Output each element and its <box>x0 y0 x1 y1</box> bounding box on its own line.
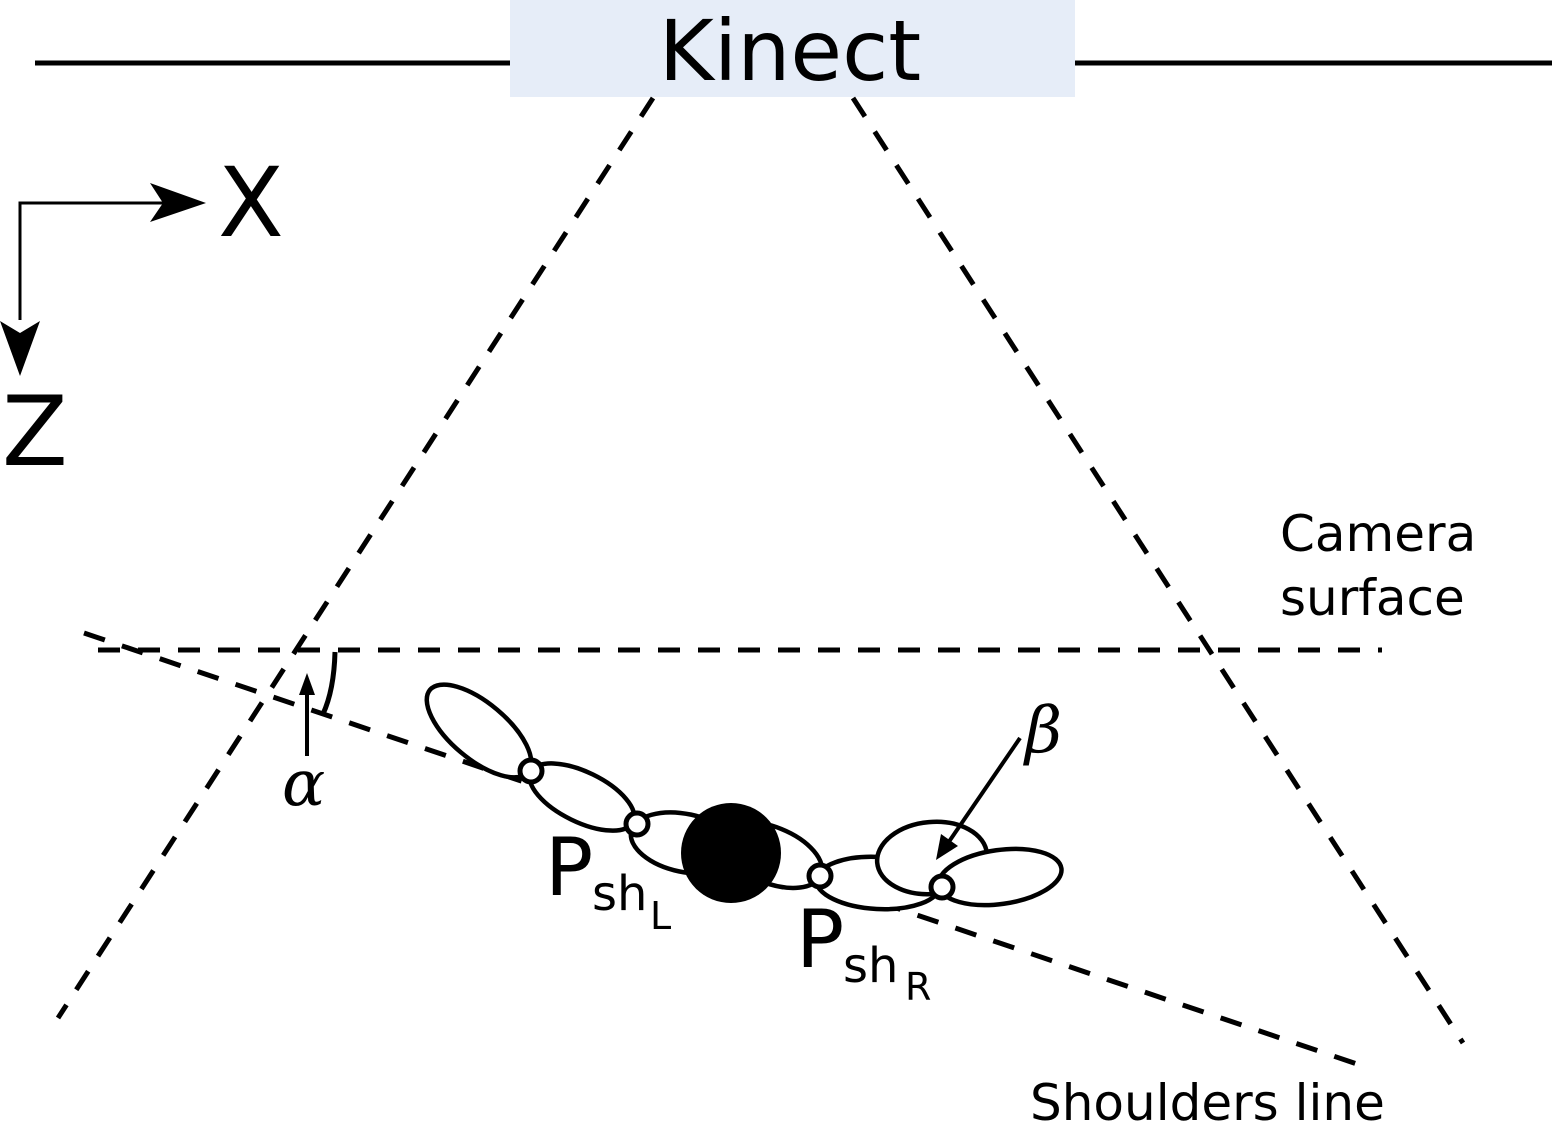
alpha-arrowhead <box>299 673 315 695</box>
beta-arrow-shaft <box>944 736 1022 848</box>
right-shoulder-subsub: R <box>905 965 931 1009</box>
beta-label: β <box>1023 694 1062 768</box>
left-shoulder-sub: sh <box>592 866 647 922</box>
joint-left-shoulder <box>623 810 651 838</box>
left-shoulder-subsub: L <box>650 894 671 938</box>
alpha-label: α <box>282 747 325 821</box>
kinect-sensor-box <box>510 0 1075 97</box>
joint-right-wrist <box>928 873 956 901</box>
x-axis-arrow-shaft <box>18 201 185 320</box>
joint-right-shoulder <box>806 862 834 890</box>
left-shoulder-P: P <box>545 821 593 914</box>
point-label-left-shoulder: P sh L <box>545 821 671 938</box>
z-axis-label: Z <box>2 376 68 488</box>
x-axis-label: X <box>218 147 284 259</box>
right-shoulder-P: P <box>796 893 844 986</box>
shoulders-line-label: Shoulders line <box>1030 1074 1385 1125</box>
camera-surface-label-line1: Camera <box>1280 505 1476 563</box>
human-figure-top-view <box>424 682 1064 912</box>
axes-indicator: X Z <box>0 147 284 488</box>
beta-arrowhead <box>936 834 958 860</box>
head <box>681 803 781 903</box>
joint-left-wrist <box>517 757 545 785</box>
right-shoulder-sub: sh <box>843 938 898 994</box>
camera-surface-label-line2: surface <box>1280 569 1465 627</box>
alpha-angle-arc <box>320 651 338 716</box>
z-axis-arrowhead <box>0 321 40 376</box>
point-label-right-shoulder: P sh R <box>796 893 931 1009</box>
fov-right-line <box>850 96 1466 1045</box>
x-axis-arrowhead <box>150 183 206 222</box>
kinect-label: Kinect <box>659 2 921 100</box>
